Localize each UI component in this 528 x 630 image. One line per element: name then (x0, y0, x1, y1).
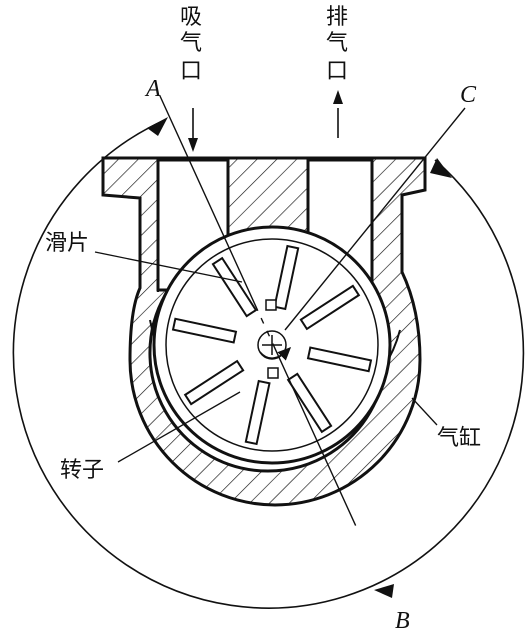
point-c-label: C (460, 82, 477, 108)
exhaust-arrow-head (333, 90, 343, 104)
vane-group (171, 244, 373, 446)
leader-line-c (284, 107, 466, 331)
svg-text:口: 口 (180, 59, 202, 84)
cylinder-label: 气缸 (437, 426, 481, 451)
vane-7 (171, 317, 238, 344)
vane-3 (306, 346, 373, 373)
outer-rotation-arc (12, 119, 525, 609)
point-b-label: B (395, 608, 410, 630)
outer-arc-arrow-top-left (147, 117, 168, 136)
vane-1 (273, 244, 300, 311)
svg-text:气: 气 (326, 31, 348, 56)
svg-text:吸: 吸 (180, 5, 202, 30)
svg-text:排: 排 (326, 5, 348, 30)
svg-text:口: 口 (326, 59, 348, 84)
vane-6 (183, 359, 245, 406)
vane-5 (244, 379, 271, 446)
leader-line-vane (94, 251, 243, 283)
vane-8 (211, 256, 258, 318)
outer-arc-arrow-right (430, 158, 452, 178)
key-slot-bottom (267, 367, 279, 379)
axis-line-ab (159, 95, 386, 591)
leader-line-rotor (117, 391, 241, 463)
rotor-label: 转子 (60, 458, 104, 483)
leader-line-cylinder (411, 397, 438, 426)
key-slot-top (265, 299, 277, 311)
svg-text:气: 气 (180, 31, 202, 56)
point-a-label: A (144, 76, 161, 102)
exhaust-label: 排 气 口 (326, 5, 348, 84)
intake-arrow-head (188, 138, 198, 152)
intake-label: 吸 气 口 (180, 5, 202, 84)
rotation-direction-arrow (259, 346, 292, 361)
rotor-inner-circle (165, 238, 379, 452)
outer-arc-arrow-bottom (374, 584, 394, 598)
vane-4 (286, 372, 333, 434)
rotor (152, 225, 392, 465)
vane-2 (299, 284, 361, 331)
vane-label: 滑片 (45, 231, 89, 256)
